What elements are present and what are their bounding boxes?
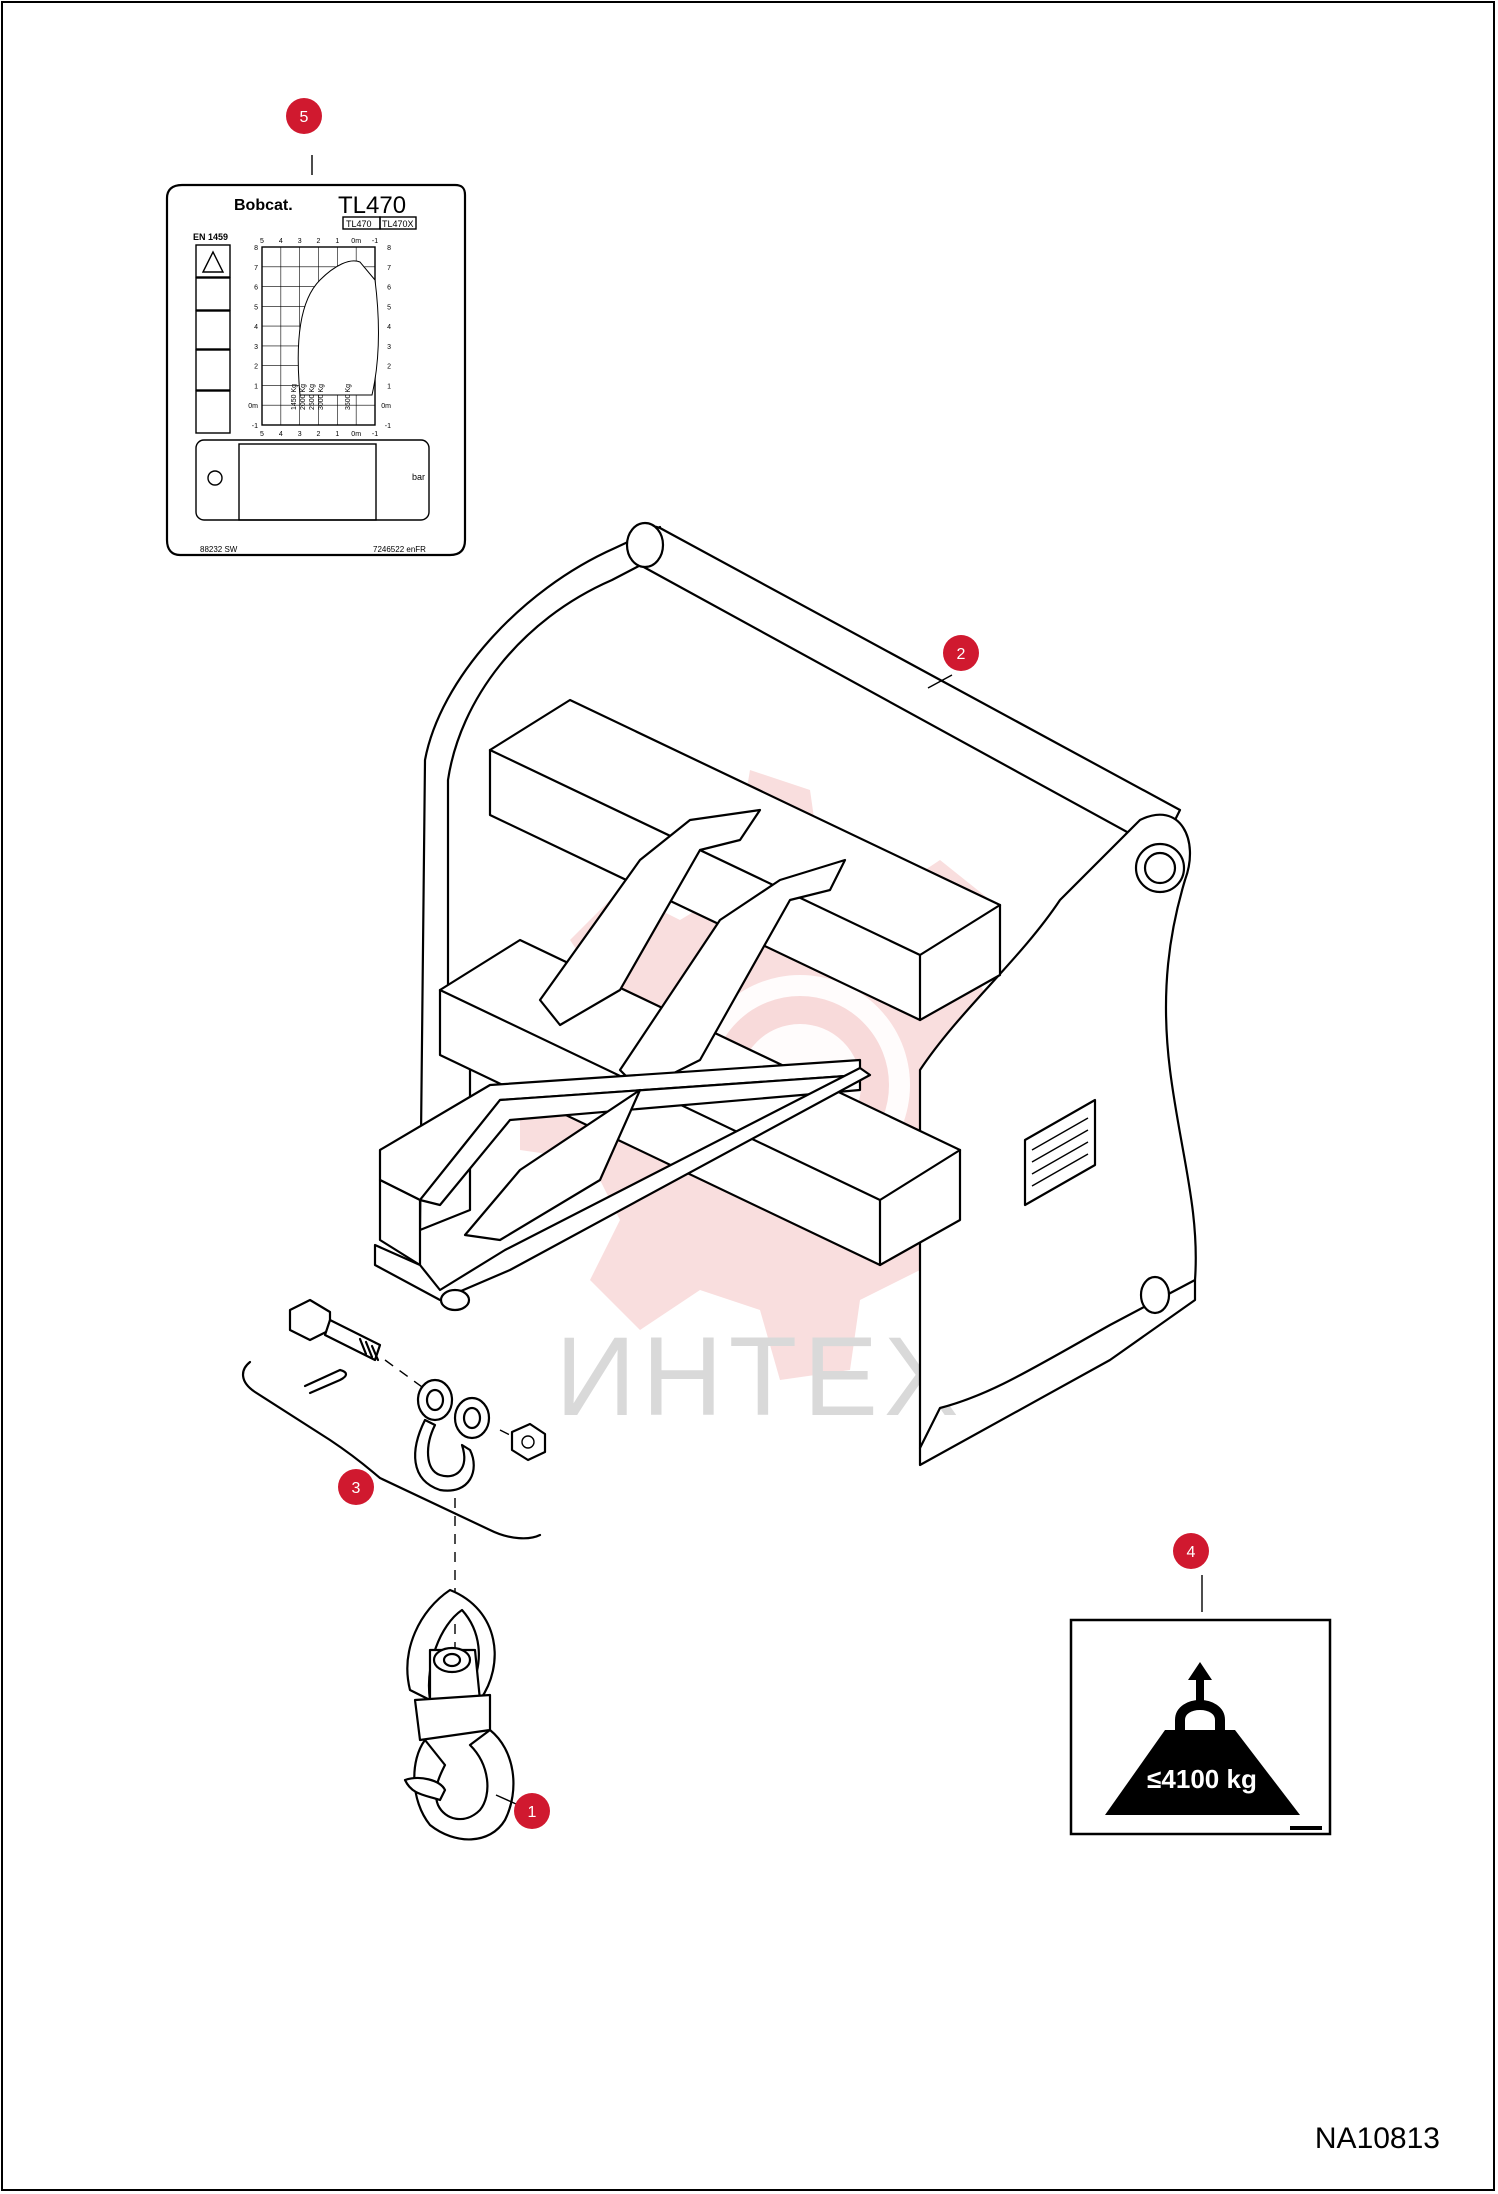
load-capacity-text: ≤4100 kg: [1147, 1764, 1257, 1794]
callout-load-chart-decal: 5: [286, 98, 322, 134]
decal-capacity-label: 3500 Kg: [345, 384, 352, 410]
watermark-text: ИНТЕХ: [555, 1314, 964, 1439]
callout-circle: [1173, 1533, 1209, 1569]
decal-code-left: 88232 SW: [200, 545, 238, 554]
decal-chart-x-tick: 2: [317, 238, 321, 245]
nameplate: [1023, 1098, 1097, 1207]
decal-capacity-label: 3000 Kg: [318, 384, 325, 410]
decal-chart-y-tick: 6: [254, 285, 258, 292]
decal-chart-x-tick: -1: [372, 431, 378, 438]
decal-chart-y-tick: 6: [387, 285, 391, 292]
callout-number: 2: [957, 646, 966, 663]
callout-number: 4: [1187, 1544, 1196, 1561]
swivel-hook-drawing: [403, 1588, 515, 1841]
decal-pressure-unit: bar: [412, 472, 425, 482]
callout-shackle-kit: 3: [338, 1469, 374, 1505]
callout-swivel-hook: 1: [514, 1793, 550, 1829]
decal-chart-y-tick: 4: [387, 324, 391, 331]
decal-chart-y-tick: 2: [387, 364, 391, 371]
decal-code-right: 7246522 enFR: [373, 545, 426, 554]
decal-brand: Bobcat.: [234, 197, 293, 214]
decal-capacity-label: 1450 Kg: [291, 384, 298, 410]
decal-chart-x-tick: 4: [279, 238, 283, 245]
decal-chart-y-tick: 1: [254, 383, 258, 390]
decal-chart-y-tick: 4: [254, 324, 258, 331]
decal-load-chart: 5 5 4 4 3 3 2 2 1 1 0m 0m -1 -1 8 8 7 7 6 6 5 5 4 4 3 3 2 2 1 1 0m 0m -1…: [248, 238, 391, 438]
decal-chart-x-tick: 0m: [351, 431, 361, 438]
decal-chart-y-tick: 3: [387, 344, 391, 351]
decal-chart-y-tick: 0m: [381, 403, 391, 410]
callout-circle: [943, 635, 979, 671]
decal-variant-1: TL470: [346, 219, 372, 229]
decal-chart-y-tick: 7: [254, 265, 258, 272]
callout-circle: [514, 1793, 550, 1829]
decal-chart-y-tick: 8: [254, 245, 258, 252]
decal-chart-x-tick: 1: [335, 431, 339, 438]
decal-chart-x-tick: 0m: [351, 238, 361, 245]
decal-chart-y-tick: 1: [387, 383, 391, 390]
decal-chart-y-tick: -1: [252, 423, 258, 430]
shackle-kit-drawing: [242, 1298, 547, 1650]
decal-capacity-label: 2000 Kg: [300, 384, 307, 410]
callout-markers: 1 2 3 4 5: [286, 98, 1209, 1829]
callout-circle: [286, 98, 322, 134]
decal-variant-2: TL470X: [382, 219, 414, 229]
decal-chart-y-tick: 0m: [248, 403, 258, 410]
callout-number: 3: [352, 1480, 361, 1497]
callout-hook-frame: 2: [943, 635, 979, 671]
decal-chart-x-tick: 3: [298, 238, 302, 245]
decal-chart-x-tick: 4: [279, 431, 283, 438]
decal-chart-y-tick: 5: [387, 304, 391, 311]
decal-model: TL470: [338, 192, 406, 219]
decal-chart-x-tick: -1: [372, 238, 378, 245]
decal-chart-x-tick: 5: [260, 431, 264, 438]
load-chart-decal: Bobcat. TL470 TL470 TL470X EN 1459 5 5 4 4 3…: [165, 183, 467, 557]
decal-chart-y-tick: 5: [254, 304, 258, 311]
decal-chart-x-tick: 3: [298, 431, 302, 438]
callout-number: 1: [528, 1804, 537, 1821]
decal-capacity-label: 2500 Kg: [309, 384, 316, 410]
decal-warning-icons: [195, 244, 231, 434]
callout-number: 5: [300, 109, 309, 126]
decal-chart-x-tick: 2: [317, 431, 321, 438]
decal-chart-y-tick: 2: [254, 364, 258, 371]
drawing-number: NA10813: [1314, 2122, 1440, 2155]
decal-standard: EN 1459: [193, 232, 228, 242]
callout-circle: [338, 1469, 374, 1505]
decal-load-envelope: [297, 260, 379, 396]
decal-chart-y-tick: 7: [387, 265, 391, 272]
decal-chart-x-tick: 5: [260, 238, 264, 245]
hook-frame-drawing: [373, 521, 1197, 1467]
decal-chart-y-tick: 8: [387, 245, 391, 252]
decal-chart-y-tick: -1: [385, 423, 391, 430]
decal-chart-y-tick: 3: [254, 344, 258, 351]
callout-load-decal: 4: [1173, 1533, 1209, 1569]
load-decal: ≤4100 kg: [1069, 1618, 1332, 1836]
decal-chart-x-tick: 1: [335, 238, 339, 245]
